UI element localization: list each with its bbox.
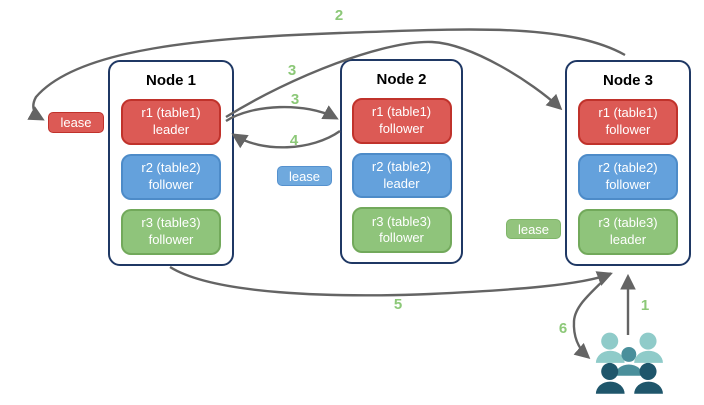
node-1: Node 1 r1 (table1) leader r2 (table2) fo…	[108, 60, 234, 266]
replica-role-label: follower	[148, 232, 194, 247]
node3-replica-r3: r3 (table3) leader	[578, 209, 678, 255]
replica-role-label: follower	[379, 120, 424, 136]
lease-badge-table2: lease	[277, 166, 332, 186]
lease-badge-table1: lease	[48, 112, 104, 133]
node2-replica-r3: r3 (table3) follower	[351, 207, 452, 254]
replica-role-label: follower	[379, 230, 424, 246]
replica-range-label: r3 (table3)	[141, 215, 201, 231]
node-3: Node 3 r1 (table1) follower r2 (table2) …	[565, 60, 691, 266]
replica-role-label: leader	[152, 122, 190, 137]
replica-role-label: leader	[383, 175, 420, 191]
replica-role-label: leader	[609, 232, 647, 247]
replica-range-label: r1 (table1)	[371, 104, 432, 120]
arrow-step5-node1-to-node3	[169, 265, 613, 297]
step-label-1: 1	[640, 297, 650, 314]
step-label-6: 6	[558, 320, 568, 337]
node3-replica-r1: r1 (table1) follower	[578, 99, 678, 145]
node2-replica-r2: r2 (table2) leader	[351, 152, 452, 199]
replica-role-label: follower	[605, 122, 651, 137]
node-2: Node 2 r1 (table1) follower r2 (table2) …	[340, 59, 463, 264]
node1-replica-r3: r3 (table3) follower	[121, 209, 221, 255]
replica-range-label: r1 (table1)	[141, 105, 201, 121]
step-label-2: 2	[334, 7, 344, 24]
step-label-3a: 3	[287, 62, 297, 79]
users-group-icon	[595, 332, 663, 394]
arrow-step3-node1-to-node2	[225, 105, 339, 123]
step-label-3b: 3	[290, 91, 300, 108]
replica-range-label: r2 (table2)	[371, 158, 432, 174]
node3-replica-r2: r2 (table2) follower	[578, 154, 678, 200]
step-label-4: 4	[289, 132, 299, 149]
node-2-title: Node 2	[376, 71, 427, 88]
replica-range-label: r1 (table1)	[598, 105, 658, 121]
node1-replica-r2: r2 (table2) follower	[121, 154, 221, 200]
replica-role-label: follower	[148, 177, 194, 192]
replica-range-label: r3 (table3)	[598, 215, 658, 231]
replica-range-label: r2 (table2)	[598, 160, 658, 176]
replica-range-label: r3 (table3)	[371, 213, 432, 229]
lease-badge-table3: lease	[506, 219, 561, 239]
step-label-5: 5	[393, 296, 403, 313]
replica-range-label: r2 (table2)	[141, 160, 201, 176]
node1-replica-r1: r1 (table1) leader	[121, 99, 221, 145]
node-1-title: Node 1	[145, 72, 196, 89]
node2-replica-r1: r1 (table1) follower	[351, 98, 452, 144]
node-3-title: Node 3	[602, 72, 653, 89]
replica-role-label: follower	[605, 177, 651, 192]
